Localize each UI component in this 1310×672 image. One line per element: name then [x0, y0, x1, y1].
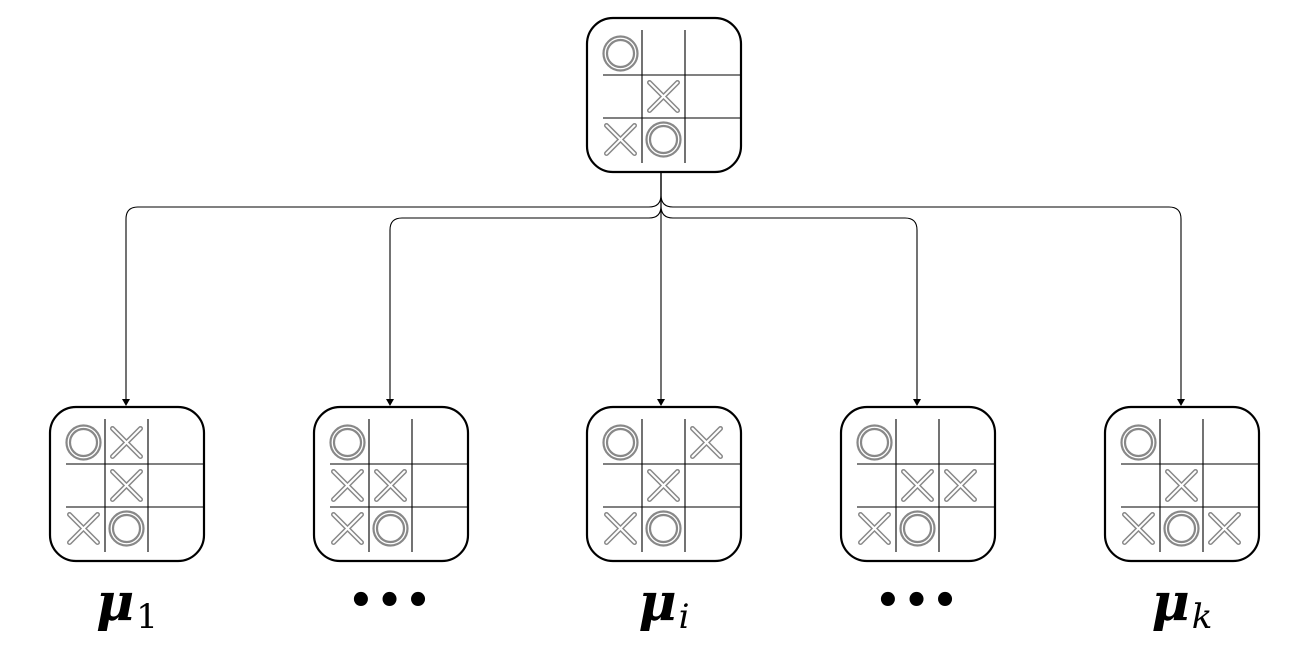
- child-board-3: [585, 405, 743, 563]
- label-subscript: k: [1191, 597, 1213, 637]
- o-mark-icon: [645, 121, 682, 158]
- connector-arrow: [660, 172, 1185, 406]
- x-mark-icon: [1122, 512, 1155, 545]
- x-mark-icon: [690, 426, 723, 459]
- o-mark-icon: [1163, 510, 1200, 547]
- x-mark-icon: [331, 512, 364, 545]
- x-mark-icon: [604, 512, 637, 545]
- label-symbol: μ: [96, 572, 135, 633]
- x-mark-icon: [374, 469, 407, 502]
- board-grid: [857, 419, 996, 552]
- child-board-2: [312, 405, 470, 563]
- x-mark-icon: [1165, 469, 1198, 502]
- child-label-3: μi: [584, 572, 744, 637]
- connector-arrow: [660, 172, 921, 406]
- x-mark-icon: [110, 426, 143, 459]
- board-grid: [330, 419, 469, 552]
- child-board-5: [1103, 405, 1261, 563]
- child-board-4: [839, 405, 997, 563]
- board-grid: [66, 419, 205, 552]
- x-mark-icon: [110, 469, 143, 502]
- x-mark-icon: [67, 512, 100, 545]
- connector-arrow: [386, 172, 662, 406]
- o-mark-icon: [645, 510, 682, 547]
- o-mark-icon: [65, 424, 102, 461]
- ellipsis-label: •••: [348, 578, 434, 624]
- board-grid: [603, 30, 742, 163]
- x-mark-icon: [647, 80, 680, 113]
- x-mark-icon: [944, 469, 977, 502]
- board-grid: [1121, 419, 1260, 552]
- x-mark-icon: [901, 469, 934, 502]
- child-label-5: μk: [1102, 572, 1262, 637]
- o-mark-icon: [108, 510, 145, 547]
- label-subscript: 1: [136, 597, 158, 637]
- boards: [48, 16, 1261, 563]
- x-mark-icon: [1208, 512, 1241, 545]
- o-mark-icon: [856, 424, 893, 461]
- o-mark-icon: [329, 424, 366, 461]
- child-board-1: [48, 405, 206, 563]
- o-mark-icon: [899, 510, 936, 547]
- x-mark-icon: [858, 512, 891, 545]
- label-symbol: μ: [638, 572, 677, 633]
- o-mark-icon: [372, 510, 409, 547]
- label-symbol: μ: [1151, 572, 1190, 633]
- child-label-1: μ1: [47, 572, 207, 637]
- connectors: [122, 172, 1185, 406]
- root-board: [585, 16, 743, 174]
- o-mark-icon: [602, 424, 639, 461]
- ellipsis-label: •••: [875, 578, 961, 624]
- x-mark-icon: [604, 123, 637, 156]
- o-mark-icon: [1120, 424, 1157, 461]
- o-mark-icon: [602, 35, 639, 72]
- x-mark-icon: [647, 469, 680, 502]
- x-mark-icon: [331, 469, 364, 502]
- board-grid: [603, 419, 742, 552]
- connector-arrow: [122, 172, 662, 406]
- label-subscript: i: [678, 597, 690, 637]
